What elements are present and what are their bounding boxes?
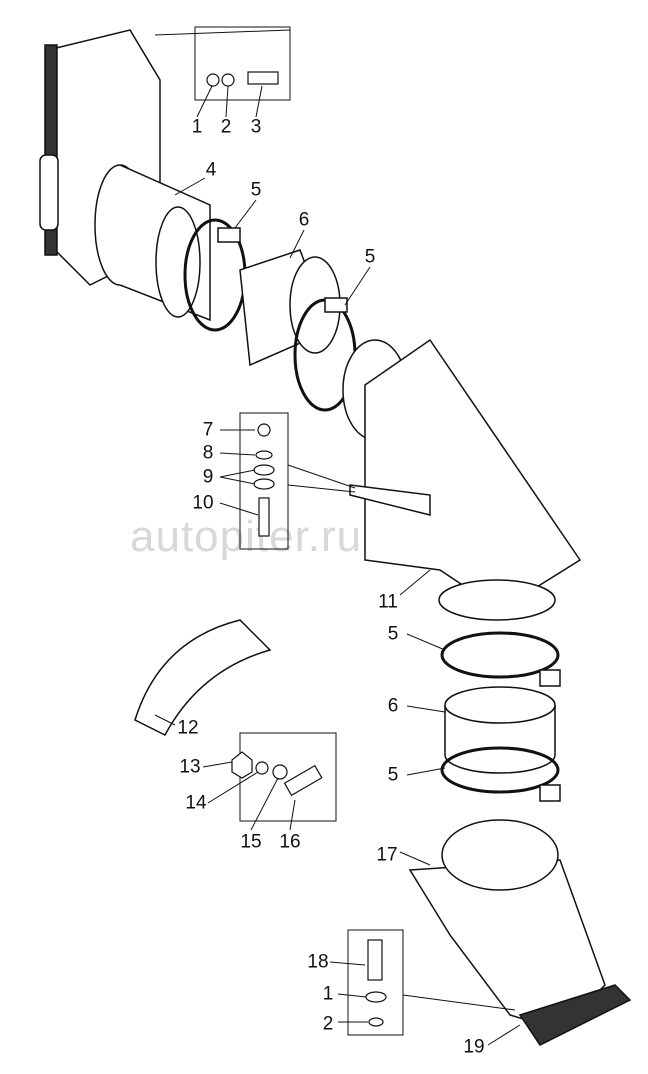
part-label-6: 6 <box>387 695 399 717</box>
callout-box-fasteners-bottom <box>347 929 404 1036</box>
leader-lines <box>154 29 521 1046</box>
part-label-14: 14 <box>185 792 207 814</box>
part-label-11: 11 <box>378 591 398 613</box>
shield-part-12 <box>134 619 272 736</box>
part-label-5: 5 <box>387 623 399 645</box>
part-label-10: 10 <box>192 492 214 514</box>
part-label-6: 6 <box>298 209 310 231</box>
watermark: autopiter.ru <box>130 512 363 561</box>
clamp-part-5-lower-b <box>440 746 561 802</box>
part-label-2: 2 <box>220 116 232 138</box>
part-label-18: 18 <box>307 951 329 973</box>
part-label-13: 13 <box>179 756 201 778</box>
part-label-4: 4 <box>205 159 217 181</box>
lower-elbow-part-17 <box>408 819 632 1046</box>
part-label-1: 1 <box>191 116 203 138</box>
fastener-icons <box>206 71 387 1027</box>
elbow-part-11 <box>342 338 582 611</box>
part-label-5: 5 <box>364 246 376 268</box>
part-label-19: 19 <box>463 1036 485 1058</box>
part-label-9: 9 <box>202 466 214 488</box>
part-label-16: 16 <box>279 831 301 853</box>
part-label-1: 1 <box>322 983 334 1005</box>
part-label-5: 5 <box>250 179 262 201</box>
sleeve-part-6-top <box>239 249 341 367</box>
part-label-15: 15 <box>240 831 262 853</box>
part-label-2: 2 <box>322 1013 334 1035</box>
upper-duct-part-4 <box>39 29 211 322</box>
part-label-3: 3 <box>250 116 262 138</box>
part-label-5: 5 <box>387 764 399 786</box>
ring-part-11-bottom <box>438 579 556 621</box>
part-label-7: 7 <box>202 419 214 441</box>
callout-box-fasteners-top <box>194 26 291 101</box>
part-label-8: 8 <box>202 442 214 464</box>
part-label-17: 17 <box>376 844 398 866</box>
sleeve-part-6-lower <box>444 686 556 774</box>
part-label-12: 12 <box>177 717 199 739</box>
clamp-part-5-lower-a <box>440 631 561 687</box>
